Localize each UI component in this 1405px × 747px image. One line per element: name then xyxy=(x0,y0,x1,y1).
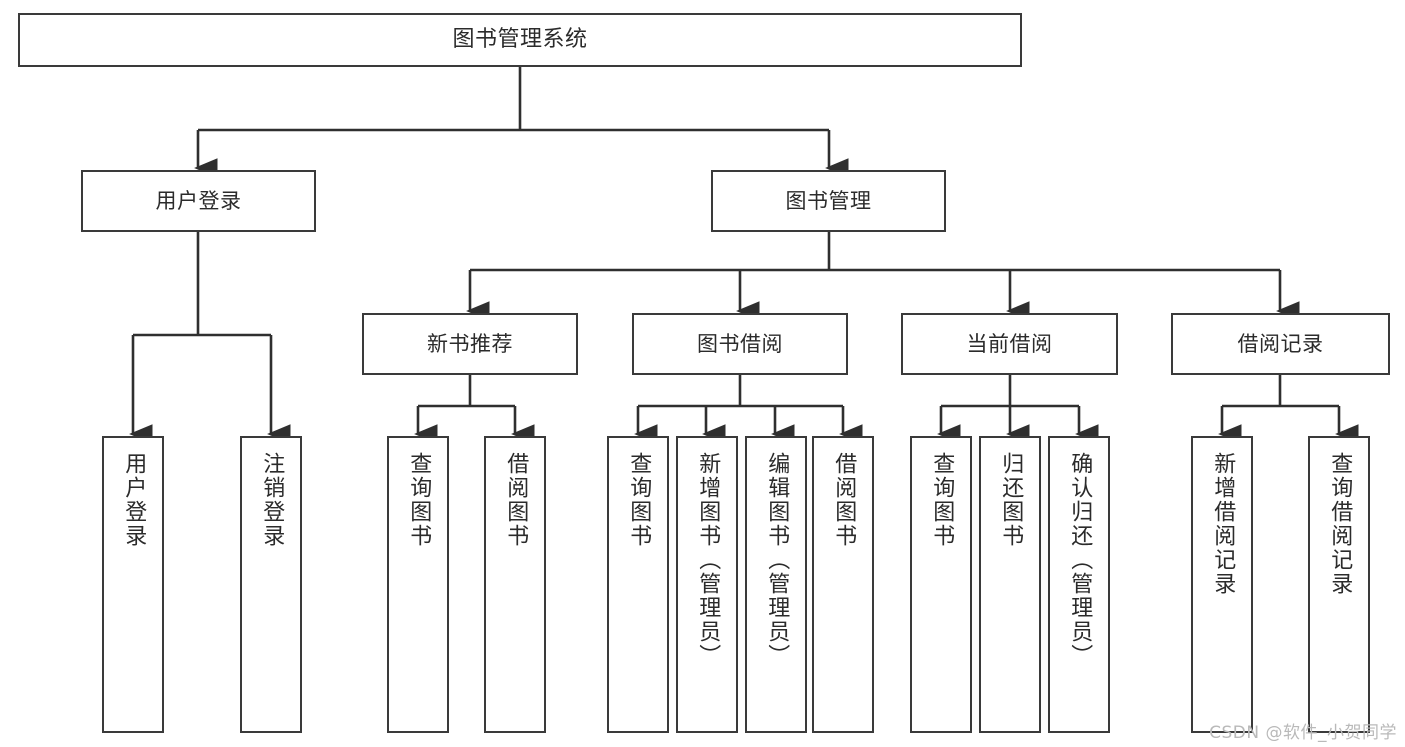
node-leaf-add-record[interactable]: 新增借阅记录 xyxy=(1191,436,1253,733)
node-leaf-confirm-return[interactable]: 确认归还（管理员） xyxy=(1048,436,1110,733)
node-leaf-logout-login-label: 注销登录 xyxy=(259,452,285,548)
node-leaf-query-book-2[interactable]: 查询图书 xyxy=(607,436,669,733)
node-root-label: 图书管理系统 xyxy=(452,27,588,53)
node-leaf-user-login-label: 用户登录 xyxy=(121,452,147,548)
node-leaf-edit-book[interactable]: 编辑图书（管理员） xyxy=(745,436,807,733)
node-leaf-borrow-book-2-label: 借阅图书 xyxy=(831,452,857,548)
node-leaf-borrow-book-1-label: 借阅图书 xyxy=(503,452,529,548)
node-leaf-return-book[interactable]: 归还图书 xyxy=(979,436,1041,733)
node-new-book-rec[interactable]: 新书推荐 xyxy=(362,313,578,375)
node-current-borrow-label: 当前借阅 xyxy=(966,331,1053,356)
node-leaf-add-book[interactable]: 新增图书（管理员） xyxy=(676,436,738,733)
node-book-manage-label: 图书管理 xyxy=(785,188,872,213)
node-leaf-borrow-book-2[interactable]: 借阅图书 xyxy=(812,436,874,733)
node-book-borrow[interactable]: 图书借阅 xyxy=(632,313,848,375)
node-leaf-query-record-label: 查询借阅记录 xyxy=(1327,452,1353,596)
node-borrow-record-label: 借阅记录 xyxy=(1237,331,1324,356)
node-leaf-query-record[interactable]: 查询借阅记录 xyxy=(1308,436,1370,733)
node-user-login-label: 用户登录 xyxy=(155,188,242,213)
node-leaf-add-book-label: 新增图书（管理员） xyxy=(695,452,721,668)
node-leaf-logout-login[interactable]: 注销登录 xyxy=(240,436,302,733)
csdn-watermark: CSDN @软件_小贺同学 xyxy=(1209,723,1397,743)
node-book-manage[interactable]: 图书管理 xyxy=(711,170,946,232)
node-leaf-edit-book-label: 编辑图书（管理员） xyxy=(764,452,790,668)
node-leaf-query-book-1[interactable]: 查询图书 xyxy=(387,436,449,733)
node-user-login[interactable]: 用户登录 xyxy=(81,170,316,232)
node-leaf-query-book-3-label: 查询图书 xyxy=(929,452,955,548)
node-leaf-borrow-book-1[interactable]: 借阅图书 xyxy=(484,436,546,733)
node-current-borrow[interactable]: 当前借阅 xyxy=(901,313,1118,375)
node-leaf-confirm-return-label: 确认归还（管理员） xyxy=(1067,452,1093,668)
node-leaf-add-record-label: 新增借阅记录 xyxy=(1210,452,1236,596)
node-leaf-query-book-2-label: 查询图书 xyxy=(626,452,652,548)
node-leaf-query-book-3[interactable]: 查询图书 xyxy=(910,436,972,733)
node-new-book-rec-label: 新书推荐 xyxy=(427,331,513,356)
node-root[interactable]: 图书管理系统 xyxy=(18,13,1022,67)
node-borrow-record[interactable]: 借阅记录 xyxy=(1171,313,1390,375)
node-leaf-return-book-label: 归还图书 xyxy=(998,452,1024,548)
node-book-borrow-label: 图书借阅 xyxy=(697,331,783,356)
node-leaf-query-book-1-label: 查询图书 xyxy=(406,452,432,548)
node-leaf-user-login[interactable]: 用户登录 xyxy=(102,436,164,733)
